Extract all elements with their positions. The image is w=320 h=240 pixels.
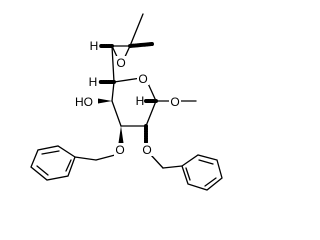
bond-c6-c5	[111, 45, 115, 83]
phenyl-left-double-3	[65, 159, 72, 172]
phenyl-right-double-3	[185, 167, 191, 181]
bond-ch2-ph2	[162, 165, 183, 169]
bond-epoxide-methyl	[129, 13, 144, 47]
bond-c3-c4	[111, 100, 122, 127]
o2-oxygen-label: O	[142, 143, 151, 157]
bond-o3-ch2	[95, 154, 116, 161]
bond-c4-c5	[111, 81, 115, 102]
structure-canvas: O H H H O H O HO O O	[30, 13, 223, 191]
o3-oxygen-label: O	[115, 143, 124, 157]
bond-c5-o5	[113, 77, 142, 83]
h-c1-label: H	[136, 94, 145, 108]
bond-wedge-c3-o	[118, 126, 124, 143]
phenyl-left-double-1	[41, 150, 60, 155]
anomeric-oxygen-label: O	[170, 95, 179, 109]
bond-hash-h-epoxide-c2	[128, 42, 154, 48]
phenyl-right-double-1	[198, 159, 214, 165]
epoxide-oxygen-label: O	[116, 56, 125, 70]
bond-o2-ch2	[150, 154, 164, 169]
phenyl-right-double-2	[204, 177, 217, 187]
ring-oxygen-label: O	[138, 72, 147, 86]
bond-ch2-ph1	[74, 156, 97, 161]
h-c5-label: H	[89, 75, 98, 89]
bond-wedge-c4-oh	[98, 98, 112, 104]
phenyl-ring-right	[181, 154, 223, 191]
hydroxyl-label: HO	[75, 95, 93, 109]
phenyl-left-double-2	[36, 165, 49, 176]
h-epoxide-c1-label: H	[90, 39, 99, 53]
bond-c1-c2	[145, 100, 157, 127]
phenyl-ring-left	[30, 145, 76, 181]
